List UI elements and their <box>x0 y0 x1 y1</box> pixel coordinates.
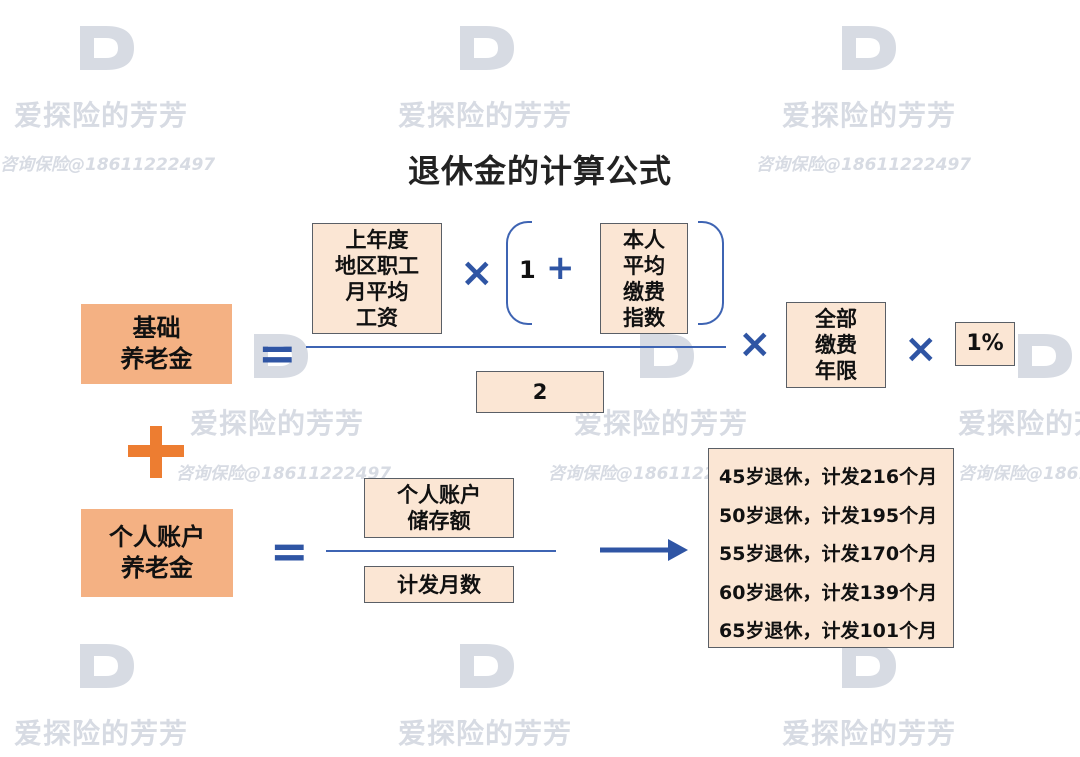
payout-schedule-box: 45岁退休，计发216个月 50岁退休，计发195个月 55岁退休，计发170个… <box>708 448 954 648</box>
watermark-contact: 咨询保险@18611222497 <box>756 155 972 175</box>
basic-pension-label: 基础 养老金 <box>120 314 193 373</box>
contribution-index-box: 本人 平均 缴费 指数 <box>600 223 688 334</box>
watermark-logo-icon <box>842 26 896 70</box>
watermark-contact: 咨询保险@18611222497 <box>958 464 1080 484</box>
page-title: 退休金的计算公式 <box>407 152 672 190</box>
payout-schedule-row: 45岁退休，计发216个月 <box>719 466 938 488</box>
watermark-text: 爱探险的芳芳 <box>398 717 573 750</box>
watermark-logo-icon <box>80 26 134 70</box>
account-balance-label: 个人账户 储存额 <box>397 483 481 533</box>
watermark-logo-icon <box>1018 334 1072 378</box>
watermark-text: 爱探险的芳芳 <box>782 99 957 132</box>
number-one: 1 <box>519 256 536 284</box>
plus-sign: + <box>546 248 575 288</box>
fraction-line <box>306 346 726 348</box>
payout-months-label: 计发月数 <box>397 572 481 597</box>
divisor-label: 2 <box>532 380 548 404</box>
payout-schedule-row: 50岁退休，计发195个月 <box>719 504 938 527</box>
avg-salary-box: 上年度 地区职工 月平均 工资 <box>312 223 442 334</box>
contribution-years-box: 全部 缴费 年限 <box>786 302 886 388</box>
multiply-sign: × <box>460 250 494 296</box>
watermark-text: 爱探险的芳芳 <box>782 717 957 750</box>
payout-schedule-row: 60岁退休，计发139个月 <box>719 581 938 604</box>
personal-pension-label: 个人账户 养老金 <box>109 523 205 582</box>
personal-pension-box: 个人账户 养老金 <box>81 509 233 597</box>
multiply-sign: × <box>738 321 772 367</box>
contribution-years-label: 全部 缴费 年限 <box>815 307 857 383</box>
rate-box: 1% <box>955 322 1015 366</box>
watermark-contact: 咨询保险@18611222497 <box>176 464 392 484</box>
watermark-text: 爱探险的芳芳 <box>14 99 189 132</box>
watermark-logo-icon <box>460 26 514 70</box>
basic-pension-box: 基础 养老金 <box>81 304 232 384</box>
contribution-index-label: 本人 平均 缴费 指数 <box>623 227 665 330</box>
watermark-logo-icon <box>640 334 694 378</box>
payout-months-box: 计发月数 <box>364 566 514 603</box>
watermark-logo-icon <box>842 644 896 688</box>
watermark-contact: 咨询保险@18611222497 <box>0 155 216 175</box>
watermark-text: 爱探险的芳芳 <box>190 407 365 440</box>
avg-salary-label: 上年度 地区职工 月平均 工资 <box>335 227 419 330</box>
watermark-logo-icon <box>460 644 514 688</box>
payout-schedule-row: 65岁退休，计发101个月 <box>719 620 938 642</box>
fraction-line <box>326 550 556 552</box>
watermark-logo-icon <box>80 644 134 688</box>
multiply-sign: × <box>904 326 938 372</box>
arrow-right-icon <box>600 539 688 561</box>
big-plus-icon <box>128 426 184 478</box>
watermark-logo-icon <box>254 334 308 378</box>
equals-sign: = <box>258 326 297 380</box>
watermark-text: 爱探险的芳芳 <box>958 407 1080 440</box>
watermark-text: 爱探险的芳芳 <box>14 717 189 750</box>
right-parenthesis <box>698 221 724 325</box>
watermark-text: 爱探险的芳芳 <box>398 99 573 132</box>
divisor-box: 2 <box>476 371 604 413</box>
payout-schedule-row: 55岁退休，计发170个月 <box>719 543 938 565</box>
rate-label: 1% <box>966 331 1004 356</box>
account-balance-box: 个人账户 储存额 <box>364 478 514 538</box>
equals-sign: = <box>270 524 309 578</box>
